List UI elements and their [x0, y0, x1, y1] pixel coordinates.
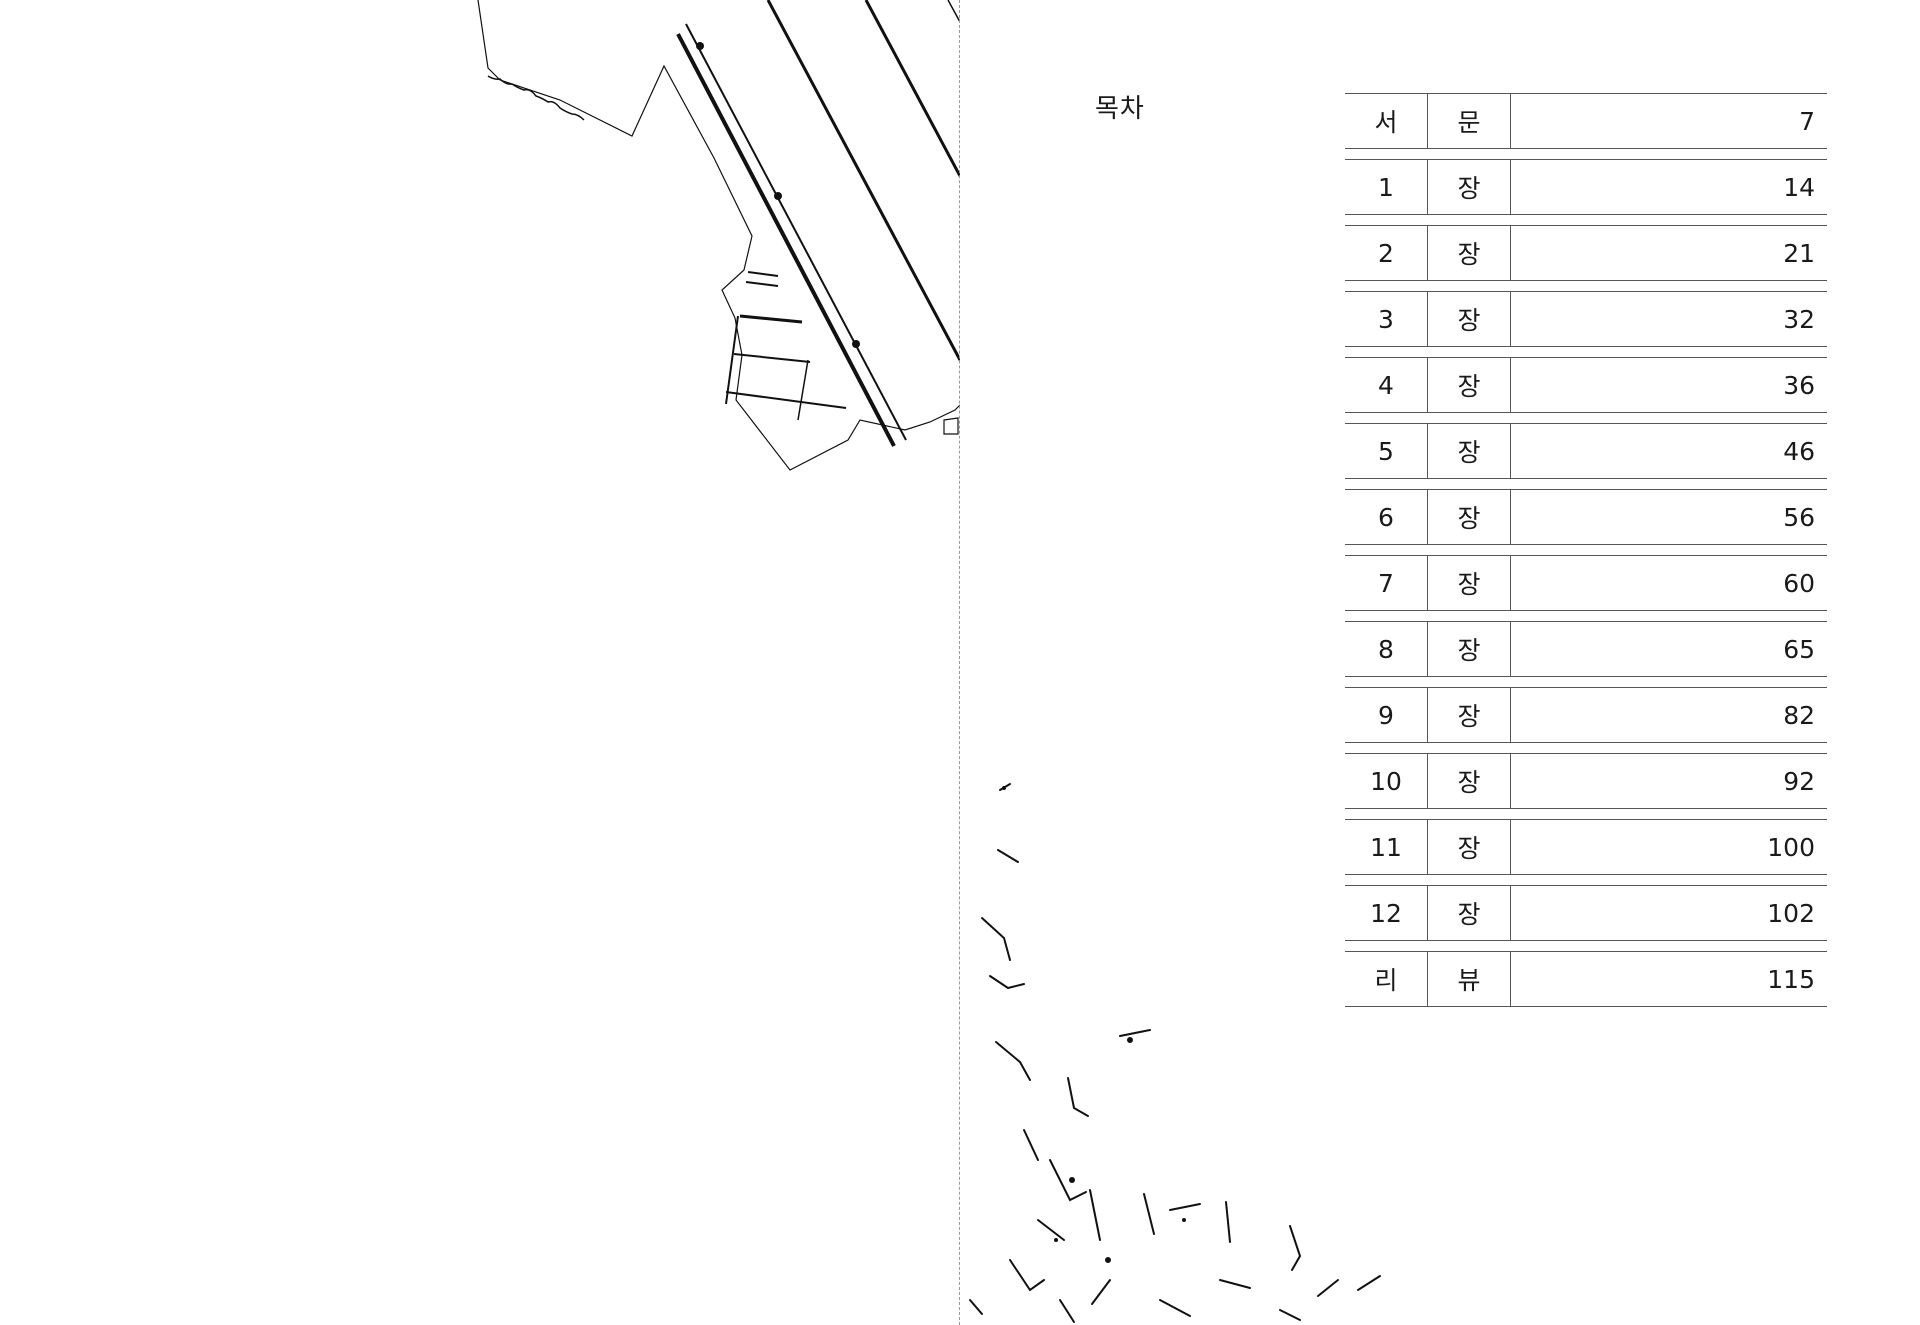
toc-chapter-number: 4 — [1345, 357, 1428, 413]
toc-chapter-number: 6 — [1345, 489, 1428, 545]
toc-page-number: 60 — [1510, 555, 1827, 611]
toc-chapter-number: 리 — [1345, 951, 1428, 1007]
toc-chapter-label: 장 — [1427, 621, 1511, 677]
toc-chapter-number: 1 — [1345, 159, 1428, 215]
toc-chapter-label: 장 — [1427, 291, 1511, 347]
toc-row-separator — [1345, 874, 1827, 886]
toc-page-number: 100 — [1510, 819, 1827, 875]
toc-row-separator — [1345, 346, 1827, 358]
toc-chapter-number: 11 — [1345, 819, 1428, 875]
toc-row-separator — [1345, 544, 1827, 556]
toc-chapter-label: 뷰 — [1427, 951, 1511, 1007]
toc-page-number: 115 — [1510, 951, 1827, 1007]
toc-row-separator — [1345, 412, 1827, 424]
toc-row-separator — [1345, 610, 1827, 622]
toc-title: 목차 — [1095, 94, 1145, 124]
toc-row-separator — [1345, 808, 1827, 820]
toc-row-separator — [1345, 478, 1827, 490]
toc-chapter-label: 장 — [1427, 423, 1511, 479]
scattered-debris-illustration — [969, 783, 1381, 1323]
toc-row-separator — [1345, 742, 1827, 754]
site-plan-illustration — [477, 0, 960, 471]
toc-row-separator — [1345, 280, 1827, 292]
toc-chapter-label: 장 — [1427, 225, 1511, 281]
toc-chapter-number: 10 — [1345, 753, 1428, 809]
toc-chapter-label: 장 — [1427, 489, 1511, 545]
toc-chapter-number: 9 — [1345, 687, 1428, 743]
toc-page-number: 92 — [1510, 753, 1827, 809]
toc-chapter-label: 장 — [1427, 753, 1511, 809]
toc-page-number: 32 — [1510, 291, 1827, 347]
toc-chapter-label: 문 — [1427, 93, 1511, 149]
toc-chapter-label: 장 — [1427, 357, 1511, 413]
toc-page-number: 14 — [1510, 159, 1827, 215]
toc-page-number: 7 — [1510, 93, 1827, 149]
toc-chapter-number: 5 — [1345, 423, 1428, 479]
toc-row-separator — [1345, 148, 1827, 160]
toc-chapter-number: 7 — [1345, 555, 1428, 611]
toc-row-separator — [1345, 940, 1827, 952]
page-spine-divider — [959, 0, 960, 1325]
toc-chapter-label: 장 — [1427, 555, 1511, 611]
toc-page-number: 36 — [1510, 357, 1827, 413]
toc-chapter-number: 서 — [1345, 93, 1428, 149]
toc-page-number: 21 — [1510, 225, 1827, 281]
toc-chapter-label: 장 — [1427, 819, 1511, 875]
toc-chapter-number: 8 — [1345, 621, 1428, 677]
toc-chapter-label: 장 — [1427, 687, 1511, 743]
toc-chapter-number: 3 — [1345, 291, 1428, 347]
toc-page-number: 56 — [1510, 489, 1827, 545]
toc-chapter-label: 장 — [1427, 885, 1511, 941]
toc-page-number: 102 — [1510, 885, 1827, 941]
toc-chapter-number: 2 — [1345, 225, 1428, 281]
toc-page-number: 82 — [1510, 687, 1827, 743]
toc-row-separator — [1345, 676, 1827, 688]
toc-page-number: 65 — [1510, 621, 1827, 677]
toc-page-number: 46 — [1510, 423, 1827, 479]
toc-chapter-number: 12 — [1345, 885, 1428, 941]
toc-row-separator — [1345, 214, 1827, 226]
toc-chapter-label: 장 — [1427, 159, 1511, 215]
